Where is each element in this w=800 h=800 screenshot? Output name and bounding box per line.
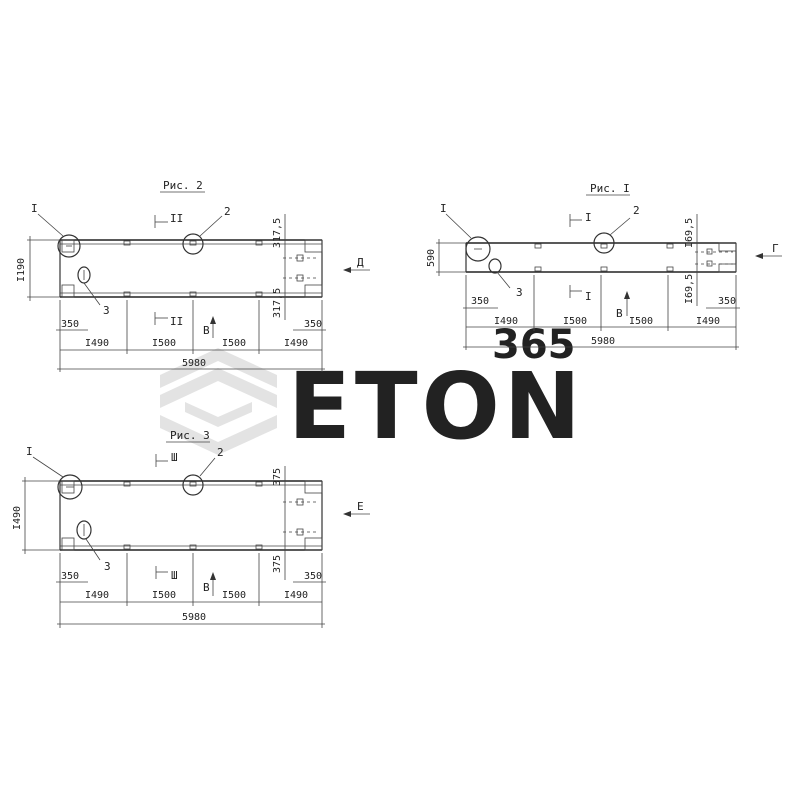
figure-3-span-1: I490 xyxy=(85,590,109,601)
figure-2-arrow-v: В xyxy=(203,324,210,337)
figure-1-span-3: I500 xyxy=(629,316,653,327)
figure-1-arrow-v: В xyxy=(616,307,623,320)
figure-3-span-2: I500 xyxy=(152,590,176,601)
figure-3-span-3: I500 xyxy=(222,590,246,601)
figure-3-height: I490 xyxy=(12,506,23,530)
figure-2-span-4: I490 xyxy=(284,338,308,349)
figure-3-vdim-bottom: 375 xyxy=(272,555,283,573)
callout-circle-2 xyxy=(593,232,615,254)
figure-2: Рис. 2 I 2 xyxy=(16,179,370,372)
figure-1-callout-3: 3 xyxy=(516,286,523,299)
figure-1-section-top: I xyxy=(585,211,592,224)
figure-3-section-bottom: Ш xyxy=(171,569,178,582)
figure-1-dim-350-left: 350 xyxy=(471,296,489,307)
figure-1-callout-2: 2 xyxy=(633,204,640,217)
figure-3-vdim-top: 375 xyxy=(272,468,283,486)
figure-2-vdim-top: 317,5 xyxy=(272,218,283,248)
figure-1-title: Рис. I xyxy=(590,182,630,195)
figure-2-vdim-bottom: 317,5 xyxy=(272,288,283,318)
figure-2-arrow-d: Д xyxy=(357,256,364,269)
figure-2-callout-2: 2 xyxy=(224,205,231,218)
figure-1-span-1: I490 xyxy=(494,316,518,327)
callout-circle-1 xyxy=(465,236,491,262)
figure-1-arrow-g: Г xyxy=(772,242,779,255)
watermark-logo-icon xyxy=(160,348,277,455)
figure-2-section-bottom: II xyxy=(170,315,183,328)
callout-circle-3 xyxy=(76,520,92,540)
callout-circle-1 xyxy=(57,234,81,258)
watermark-brand: ETON xyxy=(288,353,585,460)
figure-1-height: 590 xyxy=(426,249,437,267)
figure-3-callout-2: 2 xyxy=(217,446,224,459)
figure-1-section-bottom: I xyxy=(585,290,592,303)
figure-1: Рис. I I 2 3 I I В xyxy=(426,182,782,350)
figure-2-dim-350-right: 350 xyxy=(304,319,322,330)
figure-3-arrow-v: В xyxy=(203,581,210,594)
figure-3-title: Рис. 3 xyxy=(170,429,210,442)
figure-2-title: Рис. 2 xyxy=(163,179,203,192)
figure-3-arrow-e: Е xyxy=(357,500,364,513)
figure-1-vdim-top: I69,5 xyxy=(684,218,695,248)
callout-circle-2 xyxy=(182,233,204,255)
figure-1-span-2: I500 xyxy=(563,316,587,327)
figure-2-span-2: I500 xyxy=(152,338,176,349)
figure-2-dim-350-left: 350 xyxy=(61,319,79,330)
figure-2-total: 5980 xyxy=(182,358,206,369)
callout-circle-2 xyxy=(182,474,204,496)
figure-2-section-top: II xyxy=(170,212,183,225)
figure-2-span-3: I500 xyxy=(222,338,246,349)
figure-3-dim-350-right: 350 xyxy=(304,571,322,582)
figure-1-vdim-bottom: I69,5 xyxy=(684,274,695,304)
watermark: ETON 365 xyxy=(160,322,585,460)
figure-3-total: 5980 xyxy=(182,612,206,623)
figure-2-callout-3: 3 xyxy=(103,304,110,317)
figure-1-callout-1: I xyxy=(440,202,447,215)
figure-3-span-4: I490 xyxy=(284,590,308,601)
figure-2-span-1: I490 xyxy=(85,338,109,349)
figure-3-dim-350-left: 350 xyxy=(61,571,79,582)
figure-3-callout-3: 3 xyxy=(104,560,111,573)
callout-circle-3 xyxy=(488,258,502,274)
callout-circle-1 xyxy=(57,474,83,500)
figure-2-callout-1: I xyxy=(31,202,38,215)
figure-3-callout-1: I xyxy=(26,445,33,458)
figure-2-height: I190 xyxy=(16,258,27,282)
figure-1-total: 5980 xyxy=(591,336,615,347)
figure-1-span-4: I490 xyxy=(696,316,720,327)
figure-3: Рис. 3 I 2 3 Ш xyxy=(12,429,370,628)
figure-3-section-top: Ш xyxy=(171,451,178,464)
figure-1-dim-350-right: 350 xyxy=(718,296,736,307)
